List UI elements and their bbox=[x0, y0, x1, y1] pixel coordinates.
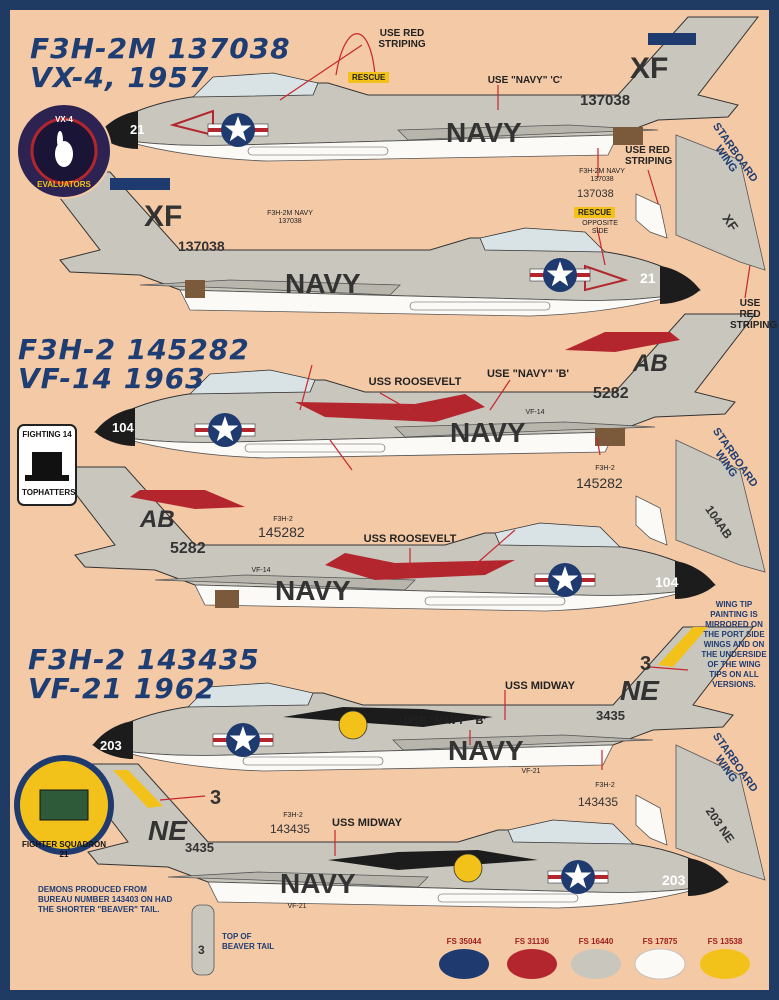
swatch-label-1: FS 35044 bbox=[446, 937, 482, 946]
tail-code-ne-b: NE bbox=[148, 815, 187, 846]
swatch-label-5: FS 13538 bbox=[707, 937, 743, 946]
demons-note: DEMONS PRODUCED FROM BUREAU NUMBER 14340… bbox=[38, 885, 173, 914]
f3h2-label-c1: F3H-2 bbox=[595, 782, 615, 789]
starboard-wing-b bbox=[635, 439, 766, 573]
rescue-tag-a: RESCUE bbox=[348, 72, 390, 83]
title-b-line1: F3H-2 145282 bbox=[18, 333, 250, 366]
navy-text-e: NAVY bbox=[448, 735, 524, 766]
swatch-fs31136 bbox=[507, 949, 557, 979]
navy-text-c: NAVY bbox=[450, 417, 526, 448]
swatch-label-4: FS 17875 bbox=[642, 937, 678, 946]
aircraft-a-starboard bbox=[40, 172, 700, 316]
vf21-text-a: VF-21 bbox=[521, 768, 541, 775]
f3h2-label-b1: F3H-2 bbox=[595, 465, 615, 472]
tail-code-xf-b: XF bbox=[144, 200, 183, 233]
vf21-text-b: VF-21 bbox=[287, 903, 307, 910]
modex-21-a: 21 bbox=[130, 122, 145, 137]
navy-text-a: NAVY bbox=[446, 117, 522, 148]
callout-uss-roosevelt-2: USS ROOSEVELT bbox=[363, 533, 457, 545]
vx4-insignia-top: VX-4 bbox=[55, 115, 73, 124]
f3h2-label-c2: F3H-2 bbox=[283, 812, 303, 819]
vx4-insignia-bottom: EVALUATORS bbox=[37, 180, 91, 189]
callout-uss-roosevelt-1: USS ROOSEVELT bbox=[368, 376, 462, 388]
beaver-tail-3: 3 bbox=[198, 943, 205, 957]
swatch-label-2: FS 31136 bbox=[514, 937, 550, 946]
swatch-fs13538 bbox=[700, 949, 750, 979]
vf14-insignia-bottom: TOPHATTERS bbox=[22, 488, 76, 498]
tail-5282-b: 5282 bbox=[170, 540, 206, 557]
vf14-text-b: VF-14 bbox=[251, 567, 271, 574]
tail-code-ab-b: AB bbox=[140, 506, 175, 533]
modex-104-b: 104 bbox=[655, 574, 679, 590]
callout-use-red-striping-right: USE RED STRIPING bbox=[625, 145, 673, 167]
serial-145282-b: 145282 bbox=[258, 524, 305, 540]
rescue-opposite-side: OPPOSITE SIDE bbox=[582, 220, 618, 235]
vf14-insignia-top: FIGHTING 14 bbox=[22, 430, 72, 440]
aircraft-c-starboard bbox=[68, 764, 728, 908]
callout-uss-midway-2: USS MIDWAY bbox=[332, 817, 402, 829]
vx4-insignia bbox=[16, 103, 112, 199]
aircraft-b-port bbox=[94, 313, 756, 459]
beaver-tail-diagram bbox=[191, 904, 215, 976]
tail-5282-a: 5282 bbox=[593, 385, 629, 402]
swatch-fs35044 bbox=[439, 949, 489, 979]
callout-lines-c bbox=[159, 666, 689, 856]
tail-code-ne-a: NE bbox=[620, 675, 659, 706]
navy-text-d: NAVY bbox=[275, 575, 351, 606]
modex-21-b: 21 bbox=[640, 270, 656, 286]
wing-tip-note: WING TIP PAINTING IS MIRRORED ON THE POR… bbox=[701, 600, 767, 689]
aircraft-b-starboard bbox=[55, 467, 715, 611]
callout-use-navy-b-1: USE "NAVY" 'B' bbox=[486, 368, 570, 380]
tail-serial-a: 137038 bbox=[580, 92, 631, 109]
vf14-text-a: VF-14 bbox=[525, 409, 545, 416]
modex-203-a: 203 bbox=[100, 738, 122, 753]
swatch-fs16440 bbox=[571, 949, 621, 979]
tail-code-xf-a: XF bbox=[630, 52, 669, 85]
vf21-insignia-ring: FIGHTER SQUADRON 21 bbox=[22, 840, 106, 859]
vf14-insignia bbox=[17, 424, 77, 506]
callout-use-red-striping-top: USE RED STRIPING bbox=[378, 28, 426, 50]
navy-text-f: NAVY bbox=[280, 868, 356, 899]
tail-number-3-b: 3 bbox=[210, 787, 222, 809]
tail-code-ab-a: AB bbox=[633, 350, 668, 377]
rescue-tag-b: RESCUE bbox=[574, 207, 616, 218]
title-c-line2: VF-21 1962 bbox=[28, 672, 216, 705]
serial-137038-label: 137038 bbox=[577, 188, 614, 200]
navy-text-b: NAVY bbox=[285, 268, 361, 299]
color-swatches bbox=[439, 948, 750, 980]
serial-145282-a: 145282 bbox=[576, 475, 623, 491]
title-b-line2: VF-14 1963 bbox=[18, 362, 206, 395]
tail-number-3-a: 3 bbox=[640, 653, 652, 675]
callout-use-red-striping-bottom: USE RED STRIPING bbox=[730, 298, 778, 331]
aircraft-a-port bbox=[97, 16, 759, 162]
title-a-line1: F3H-2M 137038 bbox=[30, 32, 291, 65]
callout-use-navy-c: USE "NAVY" 'C' bbox=[487, 75, 563, 86]
serial-note-b: F3H-2M NAVY 137038 bbox=[267, 210, 313, 225]
swatch-label-3: FS 16440 bbox=[578, 937, 614, 946]
tail-3435-b: 3435 bbox=[185, 840, 214, 855]
callout-uss-midway-1: USS MIDWAY bbox=[505, 680, 575, 692]
callout-use-navy-b-2: USE "NAVY" 'B' bbox=[403, 715, 487, 727]
tail-serial-b: 137038 bbox=[178, 238, 225, 254]
top-of-beaver-tail: TOP OF BEAVER TAIL bbox=[222, 932, 275, 951]
serial-143435-a: 143435 bbox=[578, 795, 619, 809]
aircraft-c-port bbox=[92, 626, 754, 772]
starboard-wing-c bbox=[635, 744, 766, 881]
rescue-tag-b-text: RESCUE bbox=[578, 208, 612, 217]
title-a-line2: VX-4, 1957 bbox=[30, 61, 210, 94]
f3h2-label-b2: F3H-2 bbox=[273, 516, 293, 523]
fin-stars bbox=[110, 33, 696, 190]
serial-note-a1: F3H-2M NAVY 137038 bbox=[579, 168, 625, 183]
modex-203-b: 203 bbox=[662, 872, 686, 888]
callout-lines-b bbox=[299, 364, 601, 570]
starboard-wing-a bbox=[635, 134, 766, 271]
modex-104-a: 104 bbox=[112, 420, 134, 435]
vf21-insignia bbox=[14, 755, 114, 855]
title-c-line1: F3H-2 143435 bbox=[28, 643, 260, 676]
swatch-fs17875 bbox=[634, 948, 686, 980]
tail-3435-a: 3435 bbox=[596, 708, 625, 723]
serial-143435-b: 143435 bbox=[270, 822, 311, 836]
